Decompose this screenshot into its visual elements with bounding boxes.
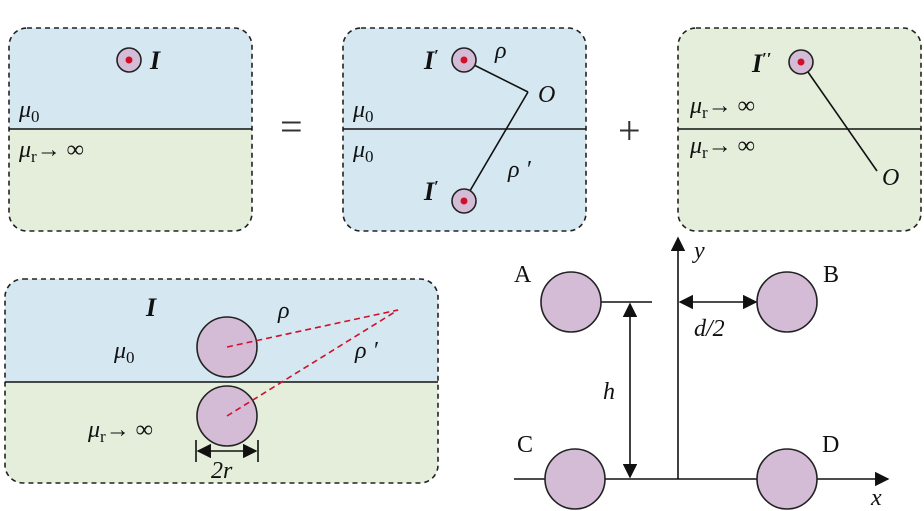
wire-center-dot bbox=[125, 56, 133, 64]
panel-border bbox=[4, 278, 439, 484]
conductor-a bbox=[540, 271, 602, 333]
panel-finite-radius: I ρ ρ ′ μ0 μr→ ∞ 2r bbox=[4, 278, 439, 484]
label-d: D bbox=[822, 432, 839, 458]
equals-sign: = bbox=[280, 104, 303, 149]
panel-four-conductors: A B C D h d/2 y x bbox=[514, 236, 890, 511]
rho-label: ρ bbox=[277, 298, 290, 324]
conductor-b bbox=[756, 271, 818, 333]
height-label: h bbox=[603, 379, 615, 405]
iron-region bbox=[9, 129, 252, 231]
current-label: I′′ bbox=[751, 49, 772, 78]
mu-bottom-label: μr→ ∞ bbox=[689, 133, 755, 162]
wire-center-dot bbox=[797, 58, 805, 66]
conductor-c bbox=[544, 448, 606, 510]
x-axis-label: x bbox=[870, 485, 882, 511]
mu-top-label: μ0 bbox=[352, 97, 374, 126]
rho-prime-label: ρ ′ bbox=[354, 338, 379, 364]
current-top-label: I′ bbox=[423, 46, 439, 75]
rho-line bbox=[800, 61, 878, 172]
y-axis-label: y bbox=[692, 238, 705, 264]
panel-image-iron: I′′ μr→ ∞ μr→ ∞ O bbox=[677, 27, 922, 232]
label-b: B bbox=[823, 262, 839, 288]
mu-iron-label: μr→ ∞ bbox=[18, 137, 84, 166]
label-a: A bbox=[514, 262, 532, 288]
mu-bottom-label: μ0 bbox=[352, 137, 374, 166]
mu-top-label: μr→ ∞ bbox=[689, 93, 755, 122]
panel-original: I μ0 μr→ ∞ bbox=[8, 27, 253, 232]
half-gap-label: d/2 bbox=[694, 316, 725, 342]
current-bottom-label: I′ bbox=[423, 177, 439, 206]
point-o-label: O bbox=[882, 165, 899, 191]
diameter-label: 2r bbox=[211, 458, 233, 484]
current-label: I bbox=[149, 46, 161, 75]
plus-sign: + bbox=[618, 108, 641, 153]
mu-iron-label: μr→ ∞ bbox=[87, 417, 153, 446]
panel-image-air: I′ ρ O μ0 μ0 ρ ′ I′ bbox=[342, 27, 587, 232]
point-o-label: O bbox=[538, 82, 555, 108]
current-label: I bbox=[145, 293, 157, 322]
air-region bbox=[9, 28, 252, 129]
conductor-d bbox=[756, 448, 818, 510]
label-c: C bbox=[517, 432, 533, 458]
rho-prime-label: ρ ′ bbox=[507, 157, 532, 183]
mu-air-label: μ0 bbox=[113, 338, 135, 367]
wire-center-dot bbox=[460, 56, 468, 64]
rho-label: ρ bbox=[494, 38, 507, 64]
mu-air-label: μ0 bbox=[18, 97, 40, 126]
rho-prime-dashed-line bbox=[226, 309, 399, 417]
wire-center-dot bbox=[460, 197, 468, 205]
rho-prime-line bbox=[463, 91, 529, 202]
rho-dashed-line bbox=[226, 309, 399, 348]
